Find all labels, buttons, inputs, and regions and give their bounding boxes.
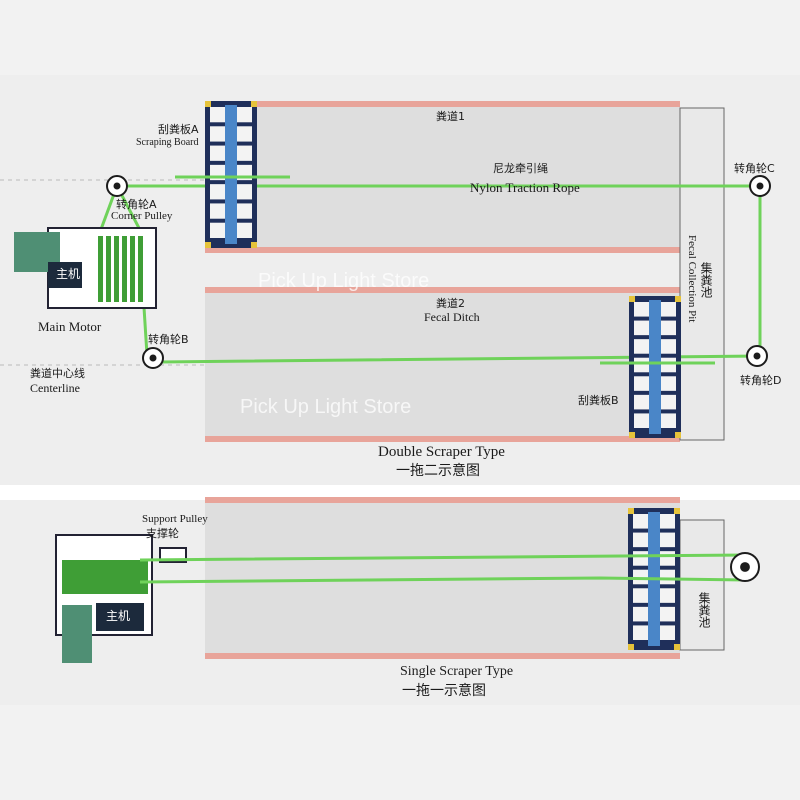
pulley-d-label: 转角轮D: [740, 374, 782, 387]
pulley-a-label-en: Corner Pulley: [111, 210, 173, 222]
panel-divider: [0, 485, 800, 500]
single-motor-label: 主机: [106, 609, 131, 623]
watermark-1: Pick Up Light Store: [258, 270, 430, 292]
rope-label-en: Nylon Traction Rope: [470, 180, 580, 195]
pit-label-cn: 集粪池: [699, 262, 713, 298]
scraping-board-a-corner: [205, 101, 211, 107]
single-pit-label: 集粪池: [697, 592, 711, 628]
motor-label-cn: 主机: [56, 267, 81, 281]
corner-pulley-a-hub: [113, 182, 121, 190]
collection-pit: [679, 107, 725, 441]
single-caption-en: Single Scraper Type: [400, 664, 514, 679]
support-pulley-label-cn: 支撑轮: [146, 527, 179, 540]
corner-pulley-b-hub: [149, 354, 157, 362]
single-caption-cn: 一拖一示意图: [402, 683, 486, 699]
watermark-2: Pick Up Light Store: [240, 396, 412, 418]
scraping-board-b-corner: [629, 296, 635, 302]
single-ditch-edge-bottom: [205, 653, 680, 659]
board-a-label-cn: 刮粪板A: [158, 123, 199, 136]
rope-label-cn: 尼龙牵引绳: [493, 162, 548, 175]
pulley-c-label: 转角轮C: [734, 162, 775, 175]
single-collection-pit: [679, 519, 725, 651]
single-motor-plate: [96, 603, 144, 631]
ditch-2-edge-bottom: [205, 436, 680, 442]
single-scraping-board-corner: [628, 508, 634, 514]
drum-coil: [114, 236, 119, 302]
ditch2-label-cn: 粪道2: [436, 297, 465, 310]
pit-label-en: Fecal Collection Pit: [686, 235, 698, 323]
single-drum: [62, 560, 148, 594]
single-scraping-board-corner: [628, 644, 634, 650]
drum-coil: [98, 236, 103, 302]
double-caption-en: Double Scraper Type: [378, 444, 505, 460]
pulley-a-label-cn: 转角轮A: [116, 198, 157, 211]
ditch1-label: 粪道1: [436, 110, 465, 123]
single-scraping-board-corner: [674, 508, 680, 514]
board-a-label-en: Scraping Board: [136, 137, 199, 148]
ditch-1-edge-bottom: [205, 247, 680, 253]
drum-coil: [106, 236, 111, 302]
board-b-label: 刮粪板B: [578, 394, 619, 407]
scraping-board-b-blade: [649, 300, 661, 434]
single-end-pulley-hub: [740, 562, 750, 572]
scraping-board-a-blade: [225, 105, 237, 244]
corner-pulley-d-hub: [753, 352, 761, 360]
drum-coil: [130, 236, 135, 302]
scraping-board-a-corner: [251, 242, 257, 248]
centerline-label-en: Centerline: [30, 381, 80, 395]
scraping-board-a-corner: [251, 101, 257, 107]
scraping-board-b-corner: [629, 432, 635, 438]
drum-coil: [138, 236, 143, 302]
motor-plate: [48, 262, 82, 288]
centerline-label-cn: 粪道中心线: [30, 367, 85, 380]
motor-label-en: Main Motor: [38, 319, 102, 334]
ditch2-label-en: Fecal Ditch: [424, 310, 480, 324]
drum-coil: [122, 236, 127, 302]
single-motor-body: [62, 605, 92, 663]
scraping-board-b-corner: [675, 296, 681, 302]
single-scraping-board-corner: [674, 644, 680, 650]
ditch-2-edge-top: [205, 287, 680, 293]
support-pulley-label-en: Support Pulley: [142, 513, 208, 525]
single-ditch-edge-top: [205, 497, 680, 503]
corner-pulley-c-hub: [756, 182, 764, 190]
scraping-board-b-corner: [675, 432, 681, 438]
scraping-board-a-corner: [205, 242, 211, 248]
pulley-b-label: 转角轮B: [148, 333, 189, 346]
ditch-1-edge-top: [205, 101, 680, 107]
double-caption-cn: 一拖二示意图: [396, 463, 480, 479]
